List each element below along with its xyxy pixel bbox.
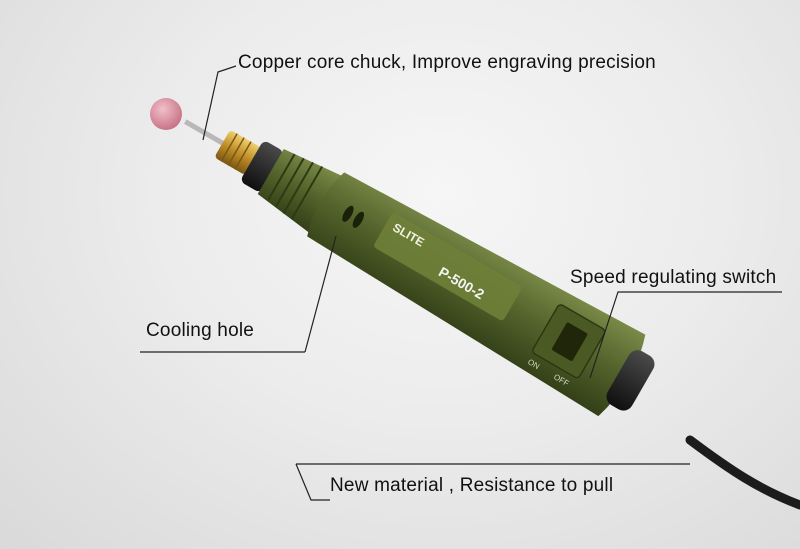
bit-shaft <box>183 119 230 149</box>
front-collar <box>241 141 283 192</box>
cable-callout-label: New material , Resistance to pull <box>330 475 614 496</box>
cooling-leader-diag <box>304 235 337 353</box>
rear-cap <box>606 350 655 411</box>
switch-leader-line <box>589 291 782 379</box>
copper-chuck <box>215 131 260 174</box>
cooling-hole <box>342 205 354 222</box>
body-label-panel <box>374 213 522 321</box>
chuck-leader-line <box>202 65 237 141</box>
chuck-callout-label: Copper core chuck, Improve engraving pre… <box>238 52 656 73</box>
cable-leader-line <box>295 463 330 501</box>
speed-switch-callout-label: Speed regulating switch <box>570 267 777 288</box>
rotary-tool: SLITE P-500-2 ON OFF <box>183 119 655 417</box>
switch-slider <box>551 322 588 361</box>
cooling-hole-callout-label: Cooling hole <box>146 320 255 341</box>
grinding-stone <box>150 98 182 130</box>
cooling-hole <box>352 211 365 228</box>
power-cable <box>685 435 800 510</box>
